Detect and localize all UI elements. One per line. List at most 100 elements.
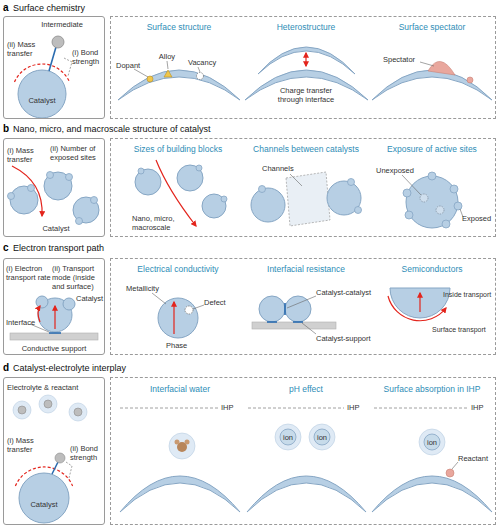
intermediate-adsorbate [49,36,64,71]
channel [251,188,285,222]
active-sites [402,172,463,228]
catalyst-cluster [47,172,54,179]
example-panel: Electrical conductivityInterfacial resis… [110,258,496,355]
surface-defects [167,61,168,69]
mass-transfer-arrow [12,166,42,216]
building-blocks [221,196,227,202]
reactant [452,462,458,469]
interfacial-resistance [293,321,303,323]
overlayer [258,47,355,74]
surface-defects [197,73,204,80]
adsorbed-reactant [52,453,72,478]
sub-heading: Interfacial water [120,384,240,394]
reactant [446,462,458,477]
active-sites [406,176,458,228]
annotation: Spectator [383,55,423,64]
annotation: (ii) Bond strength [70,444,104,462]
active-sites [436,206,444,214]
sub-heading: Sizes of building blocks [118,144,238,154]
building-blocks [135,169,161,195]
catalyst-sphere [18,70,66,118]
sub-heading: Heterostructure [247,22,365,32]
interfacial-resistance [302,323,316,334]
annotation: (i) Bond strength [72,48,104,66]
schematic-box: Intermediate(ii) Mass transfer(i) Bond s… [3,16,105,119]
annotation: Surface transport [432,326,494,335]
catalyst-cluster [91,197,98,204]
reactants [39,395,57,413]
adsorbed-reactant [55,453,65,463]
catalyst-surface [247,476,366,512]
catalyst-on-support [36,296,48,308]
annotation: IHP [221,403,241,412]
conductive-support [10,333,98,340]
charge-transfer-arrow [306,53,307,66]
catalyst-cluster [8,193,15,200]
annotation: Unexposed [376,166,422,175]
panel-title: Surface chemistry [13,3,413,14]
annotation: (ii) Transport mode (inside and surface) [52,264,104,291]
annotation: Interface [6,318,38,327]
annotation: Phase [166,341,196,350]
catalyst-surface [120,476,240,512]
catalyst-cluster [76,218,83,225]
example-panel: Sizes of building blocks Channels between… [110,138,496,237]
ihp-line [120,408,468,409]
annotation: Catalyst [17,96,67,105]
conductive-particle [152,293,204,338]
adsorbed-reactant [52,462,58,474]
annotation: Conductive support [9,344,99,353]
annotation: Defect [204,298,234,307]
annotation: (ii) Number of exposed sites [50,144,104,162]
annotation: Metallicity [126,284,170,293]
catalyst-sphere [19,473,69,523]
semiconductor [388,296,446,321]
annotation: IHP [347,403,367,412]
sub-heading: Semiconductors [372,264,492,274]
intermediate-adsorbate [49,47,56,71]
conductive-particle [173,302,174,334]
schematic-box: Electrolyte & reactant(i) Mass transfer(… [3,377,105,525]
interfacial-resistance [252,296,336,334]
annotation: (i) Mass transfer [7,146,39,164]
mass-transfer-arrow [12,166,42,216]
spectator-species [428,61,455,75]
active-sites [420,194,428,202]
bond-bracket [64,58,72,76]
building-blocks [202,194,226,218]
annotation: Intermediate [32,20,92,29]
catalyst-on-support [63,298,75,310]
annotation: Dopant [116,61,148,70]
electron-path [38,306,40,322]
ihp-line [120,408,218,409]
active-sites [450,185,458,193]
ion [275,424,301,450]
adsorbed-reactant [66,462,72,478]
semiconductor [388,288,450,321]
active-sites [428,172,436,180]
interfacial-resistance [252,322,336,329]
ihp-line [374,408,468,409]
building-blocks [138,168,144,174]
panel-title: Electron transport path [13,243,413,254]
interfacial-resistance [267,321,277,323]
channel [259,186,266,193]
annotation: (i) Electron transport rate [6,264,52,282]
reactants [13,395,87,421]
annotation: Catalyst-catalyst [316,288,380,297]
charge-transfer-arrow [305,53,306,66]
channel [286,172,330,226]
catalyst-on-support [49,332,61,334]
active-sites [442,220,450,228]
annotation: Exposed [462,214,496,223]
interfacial-resistance [259,296,285,322]
semiconductor [419,293,420,312]
bond-bracket [64,58,72,76]
sub-heading: Channels between catalysts [244,144,368,154]
channel [327,181,361,215]
reactants [74,408,82,416]
spectator-species [420,61,473,83]
water-molecule [169,433,195,459]
